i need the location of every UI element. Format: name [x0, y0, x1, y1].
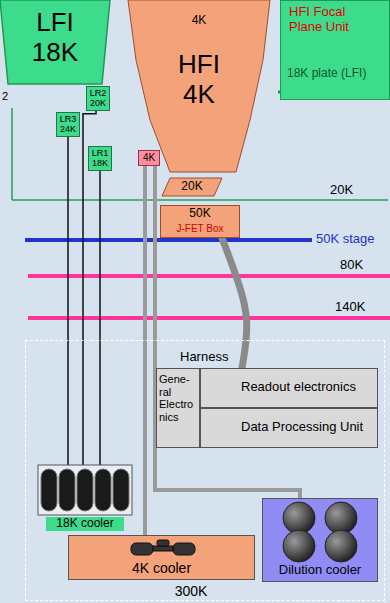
electronics-box: Data Processing Unit	[200, 408, 378, 448]
stage-box: 20K	[162, 178, 222, 196]
node-text: LR1 18K	[89, 148, 111, 169]
node-text: 18K plate (LFI)	[287, 67, 387, 81]
instrument-block: LFI 18K	[0, 0, 110, 84]
node-text: J-FET Box	[161, 223, 239, 235]
node-text: LFI 18K	[15, 8, 95, 68]
load-box: LR1 18K	[88, 146, 112, 171]
node-text: LR2 20K	[87, 88, 109, 109]
jfet-box: 50K J-FET Box	[160, 205, 240, 238]
node-text: Data Processing Unit	[241, 420, 375, 435]
node-text: Gene- ral Electro nics	[159, 373, 199, 424]
stage-20k-line	[11, 108, 13, 200]
harness-label: Harness	[180, 350, 228, 365]
node-text: HFI 4K	[164, 50, 234, 110]
cooler-unit: Dilution cooler	[262, 498, 378, 582]
node-text: LR3 24K	[57, 114, 79, 135]
stage-box: 4K	[138, 150, 160, 166]
instrument-block: 4K HFI 4K	[120, 0, 278, 172]
node-text: HFI Focal Plane Unit	[289, 5, 369, 35]
load-box: LR2 20K	[86, 86, 110, 111]
focal-plane-box: HFI Focal Plane Unit 18K plate (LFI)	[280, 0, 390, 100]
temperature-label: 140K	[335, 300, 365, 315]
node-text: 4K	[174, 14, 224, 28]
temperature-label: 80K	[340, 258, 363, 273]
electronics-box: Gene- ral Electro nics	[156, 368, 200, 448]
node-text: 4K	[139, 152, 159, 164]
temperature-label: 2	[2, 90, 8, 103]
warm-region: Gene- ral Electro nics Readout electronic…	[25, 340, 385, 601]
node-text: 300K	[156, 583, 226, 599]
node-text: 18K cooler	[46, 517, 124, 531]
node-text: Dilution cooler	[263, 563, 377, 578]
cooling-pipe	[143, 166, 147, 535]
cooler-unit: 4K cooler	[68, 535, 255, 580]
temperature-label: 20K	[330, 183, 353, 198]
temperature-label: 50K stage	[316, 232, 375, 247]
node-text: Readout electronics	[241, 380, 375, 395]
node-text: 20K	[162, 180, 222, 194]
node-text: 4K cooler	[69, 560, 254, 576]
cooling-line	[67, 137, 69, 465]
node-text: 50K	[161, 207, 239, 221]
harness-cable	[222, 238, 247, 368]
cooler-unit: 18K cooler	[38, 465, 132, 535]
electronics-box: Readout electronics	[200, 368, 378, 408]
cooling-line	[99, 171, 101, 465]
load-box: LR3 24K	[56, 112, 80, 137]
cooling-pipe	[155, 166, 300, 498]
